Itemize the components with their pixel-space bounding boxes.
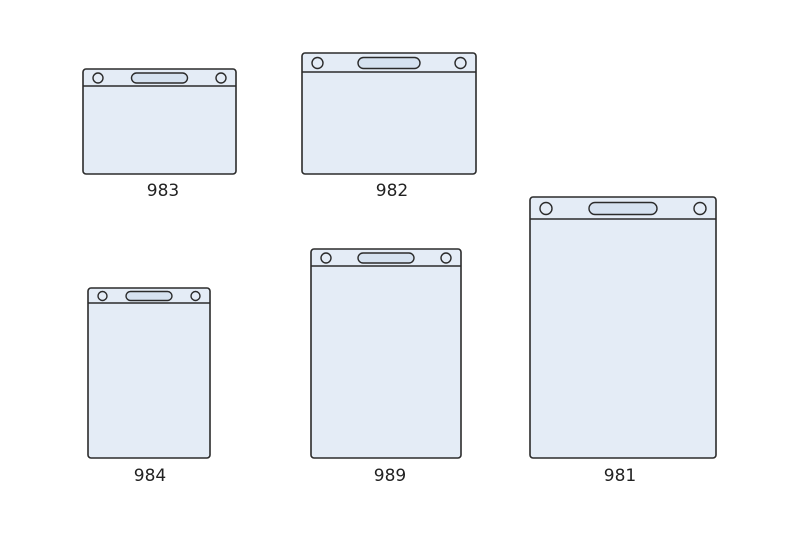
hole-left-icon	[97, 290, 108, 302]
badge-holder-983	[82, 68, 237, 175]
label-981: 981	[603, 466, 637, 486]
hole-left-icon	[539, 201, 553, 216]
slot-icon	[357, 252, 415, 264]
holder-body	[82, 68, 237, 175]
hole-right-icon	[693, 201, 707, 216]
hole-right-icon	[190, 290, 201, 302]
label-984: 984	[133, 466, 167, 486]
badge-holder-982	[301, 52, 477, 175]
slot-icon	[125, 290, 173, 302]
label-989: 989	[373, 466, 407, 486]
hole-left-icon	[92, 72, 104, 84]
hole-left-icon	[320, 252, 332, 264]
holder-body	[301, 52, 477, 175]
label-983: 983	[146, 181, 180, 201]
slot-icon	[357, 56, 421, 70]
holder-body	[529, 196, 717, 459]
slot-icon	[588, 201, 658, 216]
hole-right-icon	[215, 72, 227, 84]
holder-body	[87, 287, 211, 459]
hole-right-icon	[440, 252, 452, 264]
holder-body	[310, 248, 462, 459]
hole-left-icon	[311, 56, 324, 70]
slot-icon	[130, 72, 189, 84]
badge-holder-981	[529, 196, 717, 459]
hole-right-icon	[454, 56, 467, 70]
badge-holder-984	[87, 287, 211, 459]
badge-holder-989	[310, 248, 462, 459]
label-982: 982	[375, 181, 409, 201]
